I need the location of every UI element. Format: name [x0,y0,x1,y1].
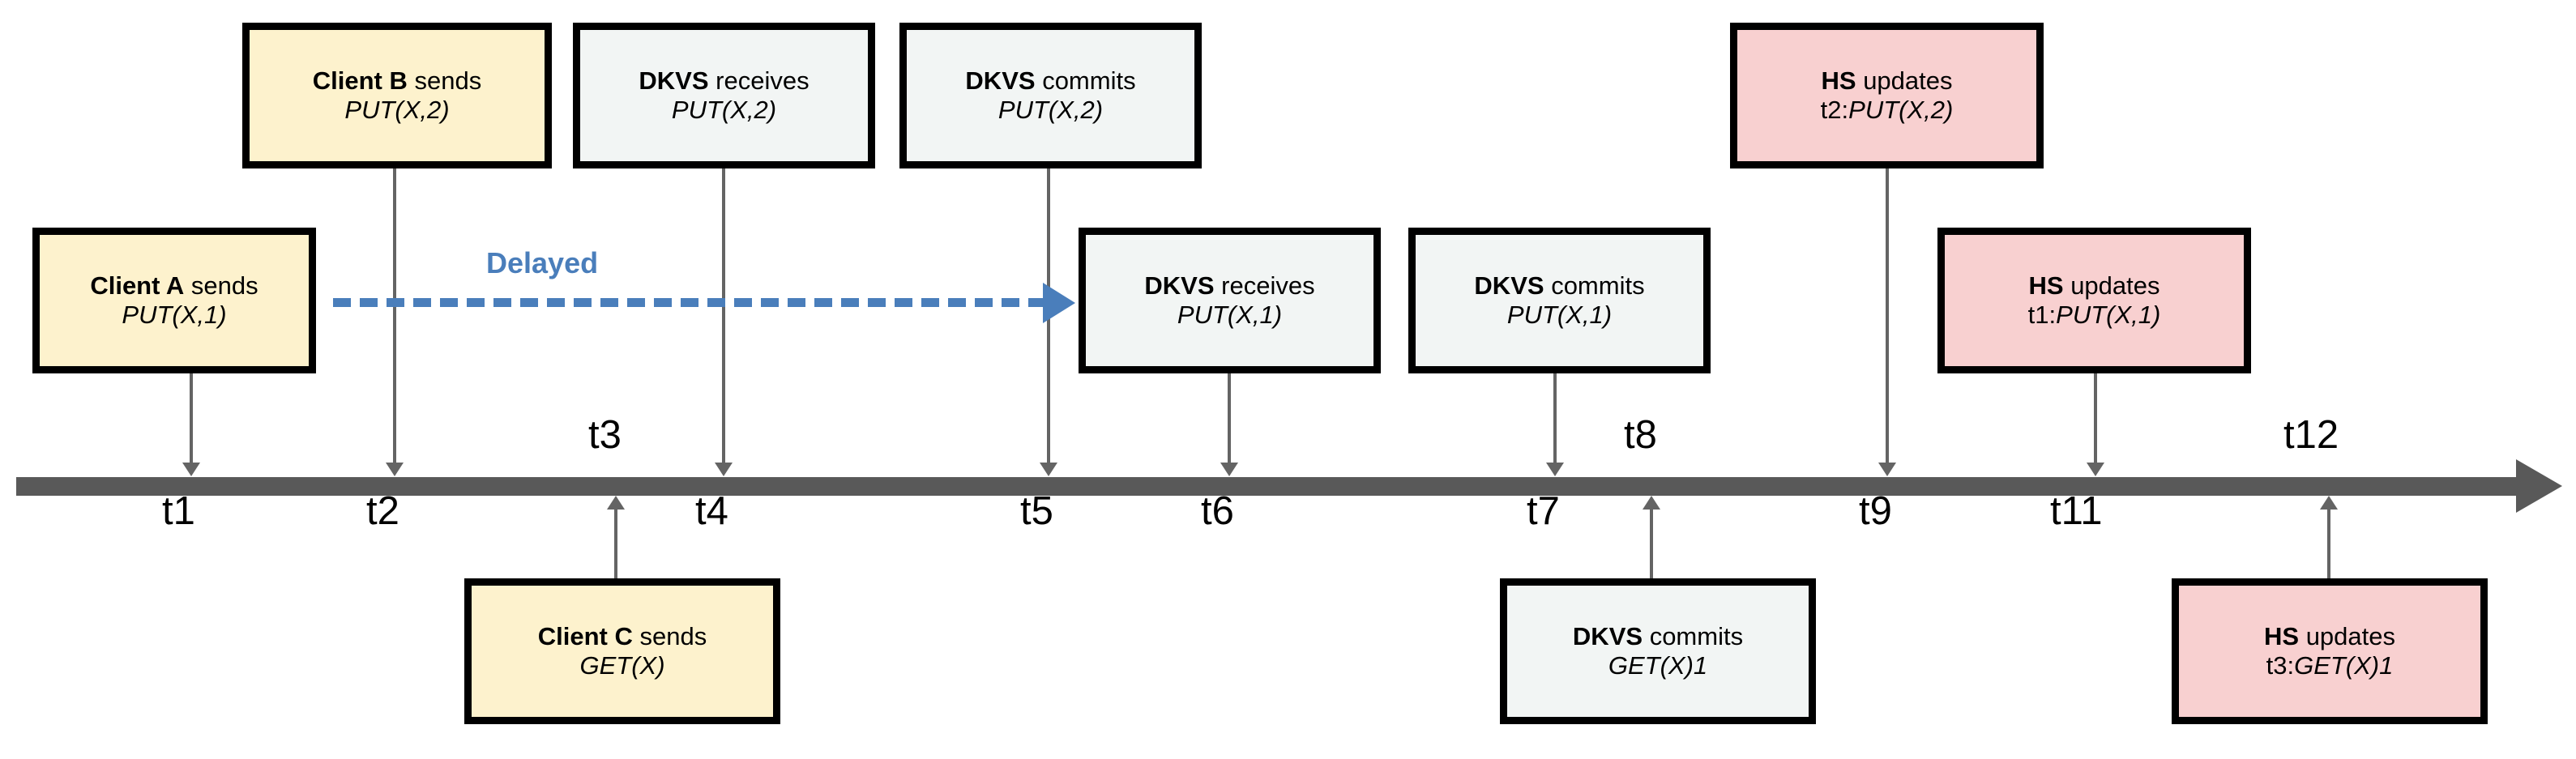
tick-label-t1: t1 [162,489,195,533]
tick-label-t12: t12 [2283,413,2339,457]
tick-label-t7: t7 [1527,489,1560,533]
event-box-operation: t2:PUT(X,2) [1820,96,1954,124]
stem-head-t11 [2087,463,2104,476]
tick-label-t11: t11 [2050,489,2103,533]
stem-t8 [1650,510,1653,579]
stem-head-t12 [2320,496,2338,510]
timeline-axis-arrow-head [2516,459,2562,513]
stem-head-t6 [1220,463,1238,476]
stem-t12 [2327,510,2330,579]
tick-label-t2: t2 [366,489,399,533]
stem-head-t1 [182,463,200,476]
event-box-operation: PUT(X,2) [671,96,777,124]
stem-t3 [614,510,617,579]
event-box-headline: HS updates [2028,271,2160,301]
stem-t9 [1886,168,1889,463]
event-box-dkvs-receives-put-x-1[interactable]: DKVS receives PUT(X,1) [1079,228,1381,373]
event-box-operation: t3:GET(X)1 [2266,651,2394,680]
tick-label-t3: t3 [588,413,622,457]
timeline-axis [16,477,2516,496]
event-box-dkvs-commits-put-x-2[interactable]: DKVS commits PUT(X,2) [899,23,1202,168]
event-box-hs-updates-t2-put-x-2[interactable]: HS updates t2:PUT(X,2) [1730,23,2044,168]
event-box-headline: Client C sends [537,622,707,651]
event-box-dkvs-receives-put-x-2[interactable]: DKVS receives PUT(X,2) [573,23,875,168]
stem-head-t2 [386,463,404,476]
event-box-hs-updates-t3-get-x-1[interactable]: HS updates t3:GET(X)1 [2172,578,2488,724]
event-box-headline: HS updates [1821,66,1953,96]
event-box-operation: PUT(X,1) [1506,301,1613,329]
stem-head-t7 [1546,463,1564,476]
event-box-client-b-put-x-2[interactable]: Client B sends PUT(X,2) [242,23,552,168]
tick-label-t8: t8 [1624,413,1657,457]
event-box-headline: HS updates [2263,622,2396,651]
event-box-operation: t1:PUT(X,1) [2027,301,2161,329]
tick-label-t4: t4 [695,489,728,533]
stem-t11 [2094,373,2097,463]
event-box-client-a-put-x-1[interactable]: Client A sends PUT(X,1) [32,228,316,373]
event-box-headline: DKVS commits [965,66,1136,96]
stem-t1 [190,373,193,463]
tick-label-t6: t6 [1201,489,1234,533]
event-box-operation: PUT(X,2) [998,96,1104,124]
stem-t7 [1553,373,1557,463]
stem-head-t8 [1643,496,1660,510]
stem-head-t5 [1040,463,1057,476]
event-box-operation: PUT(X,1) [1177,301,1283,329]
delayed-arrow-head [1043,283,1075,323]
event-box-headline: Client A sends [90,271,258,301]
event-box-headline: DKVS commits [1474,271,1645,301]
stem-t2 [393,168,396,463]
stem-head-t3 [607,496,625,510]
event-box-dkvs-commits-put-x-1[interactable]: DKVS commits PUT(X,1) [1408,228,1711,373]
stem-t6 [1228,373,1231,463]
event-box-operation: PUT(X,1) [122,301,227,329]
delayed-label: Delayed [486,246,599,279]
event-box-hs-updates-t1-put-x-1[interactable]: HS updates t1:PUT(X,1) [1937,228,2251,373]
event-box-headline: DKVS receives [1144,271,1315,301]
event-box-operation: GET(X) [579,651,665,680]
event-box-headline: Client B sends [312,66,482,96]
delayed-dashed-line [333,298,1046,307]
stem-head-t9 [1878,463,1896,476]
tick-label-t9: t9 [1859,489,1892,533]
event-box-dkvs-commits-get-x-1[interactable]: DKVS commits GET(X)1 [1500,578,1816,724]
event-box-client-c-get-x[interactable]: Client C sends GET(X) [464,578,780,724]
event-box-headline: DKVS commits [1572,622,1744,651]
event-box-headline: DKVS receives [639,66,810,96]
event-box-operation: GET(X)1 [1608,651,1708,680]
event-box-operation: PUT(X,2) [344,96,450,124]
tick-label-t5: t5 [1020,489,1053,533]
stem-head-t4 [715,463,733,476]
stem-t4 [722,168,725,463]
